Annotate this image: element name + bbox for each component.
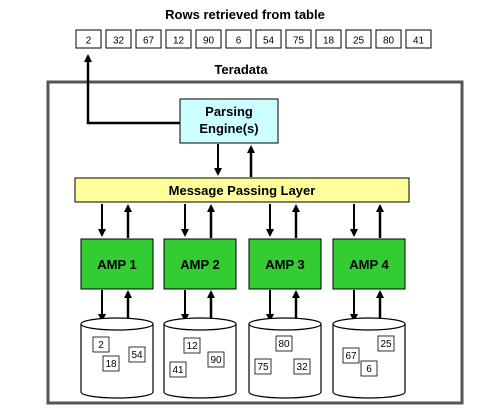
disk-row: 32 <box>293 358 311 375</box>
row-cell: 80 <box>375 29 402 49</box>
row-cell: 90 <box>195 29 222 49</box>
svg-text:18: 18 <box>105 359 117 370</box>
message-passing-layer-box <box>74 177 410 203</box>
disk-row: 90 <box>207 351 225 368</box>
teradata-title: Teradata <box>214 62 268 77</box>
disk-row: 54 <box>128 346 146 363</box>
teradata-system-frame <box>46 80 464 405</box>
amp-label: AMP 4 <box>349 257 389 272</box>
disk-row: 25 <box>377 335 395 352</box>
return-rows-arrow <box>84 54 180 125</box>
row-cell: 41 <box>405 29 432 49</box>
disk-row: 6 <box>360 360 378 377</box>
disk-cylinder: 218 54 <box>80 317 154 399</box>
row-cell: 75 <box>285 29 312 49</box>
parsing-engine-label-line2: Engine(s) <box>199 121 258 136</box>
row-cell: 18 <box>315 29 342 49</box>
disk-row: 80 <box>275 335 293 352</box>
svg-text:80: 80 <box>278 339 290 350</box>
amp-box <box>80 238 154 290</box>
svg-text:12: 12 <box>173 36 185 47</box>
svg-text:32: 32 <box>296 362 308 373</box>
svg-text:90: 90 <box>203 36 215 47</box>
svg-text:54: 54 <box>131 350 143 361</box>
svg-text:54: 54 <box>263 36 275 47</box>
disk-cylinder: 67 6 25 <box>332 317 406 399</box>
message-passing-layer-label: Message Passing Layer <box>169 183 316 198</box>
svg-text:12: 12 <box>186 341 198 352</box>
row-cell: 67 <box>135 29 162 49</box>
svg-text:41: 41 <box>413 36 425 47</box>
disk-row: 41 <box>169 361 187 378</box>
rows-retrieved-title: Rows retrieved from table <box>165 7 325 22</box>
row-cell: 25 <box>345 29 372 49</box>
svg-text:2: 2 <box>86 36 92 47</box>
parsing-engine-box <box>179 98 279 144</box>
disk-row: 67 <box>342 347 360 364</box>
disk-cylinder: 12 41 90 <box>163 317 237 399</box>
svg-text:6: 6 <box>366 364 372 375</box>
amp-unit: AMP 3 80 75 32 <box>248 204 322 399</box>
svg-text:32: 32 <box>113 36 125 47</box>
amp-box <box>248 238 322 290</box>
parsing-engine-label-line1: Parsing <box>205 104 253 119</box>
amp-box <box>163 238 237 290</box>
row-cell: 32 <box>105 29 132 49</box>
svg-text:67: 67 <box>143 36 155 47</box>
amp-label: AMP 3 <box>265 257 305 272</box>
amp-box <box>332 238 406 290</box>
row-cell: 6 <box>225 29 252 49</box>
svg-text:41: 41 <box>172 365 184 376</box>
amp-label: AMP 1 <box>97 257 137 272</box>
disk-row: 75 <box>254 358 272 375</box>
svg-text:2: 2 <box>98 340 104 351</box>
svg-text:25: 25 <box>353 36 365 47</box>
amp-label: AMP 2 <box>180 257 220 272</box>
svg-text:25: 25 <box>380 339 392 350</box>
row-cell: 2 <box>75 29 102 49</box>
amp-unit: AMP 4 67 6 25 <box>332 204 406 399</box>
svg-text:75: 75 <box>257 362 269 373</box>
amp-unit: AMP 2 12 41 90 <box>163 204 237 399</box>
row-cell: 54 <box>255 29 282 49</box>
disk-row: 18 <box>102 355 120 372</box>
svg-text:90: 90 <box>210 355 222 366</box>
amp-unit: AMP 1 218 54 <box>80 204 154 399</box>
svg-text:80: 80 <box>383 36 395 47</box>
row-cell: 12 <box>165 29 192 49</box>
disk-cylinder: 80 75 32 <box>248 317 322 399</box>
svg-text:67: 67 <box>345 351 357 362</box>
rows-retrieved-strip: 2 32 67 12 90 6 54 75 18 25 80 41 <box>75 29 432 49</box>
svg-text:18: 18 <box>323 36 335 47</box>
disk-row: 12 <box>183 337 201 354</box>
svg-text:75: 75 <box>293 36 305 47</box>
disk-row: 2 <box>92 336 110 353</box>
svg-text:6: 6 <box>236 36 242 47</box>
